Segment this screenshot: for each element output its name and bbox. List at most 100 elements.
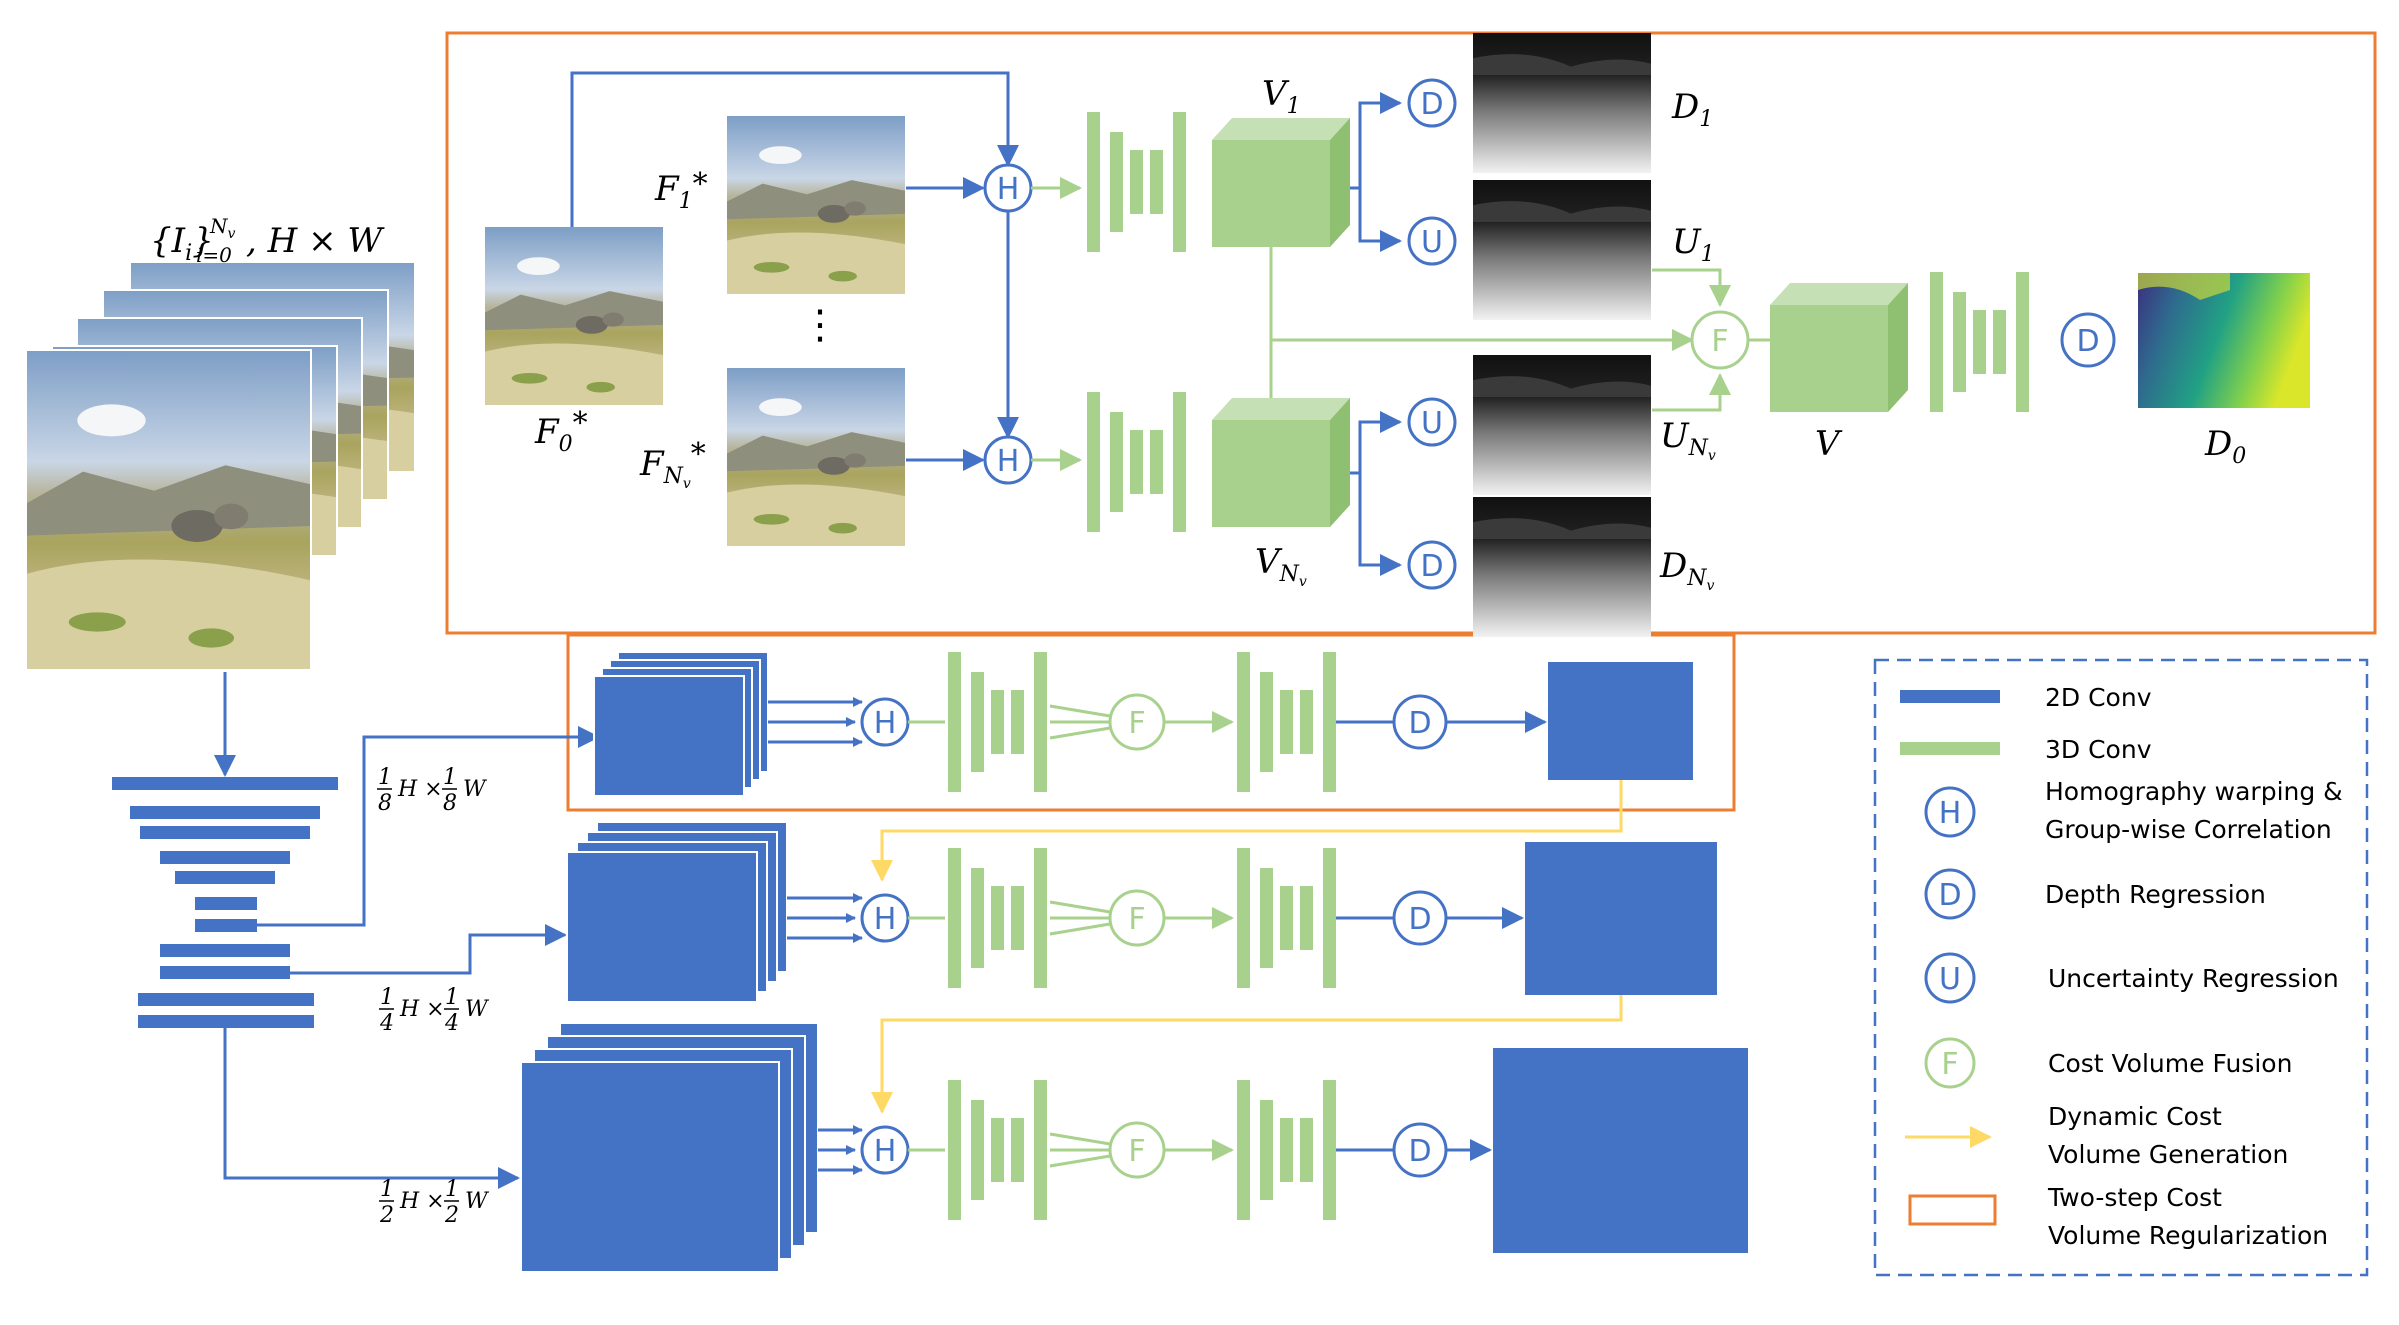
h-node-scale-1-8: H: [860, 697, 910, 747]
svg-text:1: 1: [445, 1177, 459, 1202]
3d-conv-a-scale-1-8: [948, 652, 1047, 792]
svg-text:Volume Generation: Volume Generation: [2048, 1140, 2288, 1169]
svg-text:Dynamic Cost: Dynamic Cost: [2048, 1102, 2222, 1131]
branch-v1: [1358, 92, 1402, 188]
3d-conv-a-scale-1-2: [948, 1080, 1047, 1220]
depth-output-scale-1-8: [1548, 662, 1693, 780]
label-d0: D0: [2204, 424, 2246, 469]
svg-text:D: D: [1408, 706, 1431, 741]
arrow-un-to-fusion: [1652, 373, 1731, 412]
svg-text:Two-step Cost: Two-step Cost: [2047, 1183, 2222, 1212]
svg-text:Depth Regression: Depth Regression: [2045, 880, 2266, 909]
legend-item-2d-conv: 2D Conv: [1900, 683, 2152, 712]
legend-item-depth-regression: D Depth Regression: [1924, 868, 2266, 920]
svg-text:3D Conv: 3D Conv: [2045, 735, 2152, 764]
encoder-2d-conv-pyramid: [112, 777, 338, 1028]
input-label: {Ii} Nv i=0 , H × W: [150, 214, 385, 267]
label-f0: F0*: [534, 406, 588, 457]
arrows-to-h-scale-1-4: [787, 893, 863, 943]
svg-text:1: 1: [443, 765, 457, 790]
svg-text:H: H: [1939, 796, 1962, 831]
arrow-f0-to-h-top: [570, 71, 1019, 227]
svg-text:H: H: [874, 1134, 897, 1169]
svg-text:H: H: [997, 172, 1020, 207]
svg-text:Nv: Nv: [209, 214, 236, 242]
arrows-to-h-scale-1-8: [768, 697, 863, 747]
fused-volume-v: [1770, 283, 1908, 412]
depth-image-d1: [1473, 33, 1651, 173]
3d-conv-block-top: [1087, 112, 1186, 252]
svg-text:8: 8: [443, 791, 457, 816]
svg-text:H ×: H ×: [399, 1189, 445, 1214]
label-dn: DNv: [1659, 546, 1715, 594]
svg-text:Cost Volume Fusion: Cost Volume Fusion: [2048, 1049, 2292, 1078]
svg-text:i=0: i=0: [196, 243, 232, 267]
svg-text:F: F: [1128, 1134, 1145, 1169]
svg-text:H ×: H ×: [397, 777, 443, 802]
label-fn: FNv*: [639, 437, 706, 492]
feature-stack-scale-1-2: [520, 1022, 819, 1273]
svg-text:W: W: [465, 1189, 490, 1214]
svg-text:D: D: [1420, 549, 1443, 584]
svg-text:Homography warping &: Homography warping &: [2045, 777, 2343, 806]
label-v: V: [1815, 424, 1843, 464]
svg-text:W: W: [463, 777, 488, 802]
svg-text:H ×: H ×: [399, 997, 445, 1022]
legend-box: [1873, 658, 2369, 1277]
u-node-un: U: [1407, 397, 1457, 447]
svg-text:1: 1: [380, 985, 394, 1010]
arrow-encoder-to-scale-1-2: [223, 1028, 520, 1189]
label-d1: D1: [1671, 87, 1713, 132]
h-node-bottom: H: [983, 435, 1033, 485]
svg-text:2: 2: [444, 1203, 459, 1228]
svg-text:Volume Regularization: Volume Regularization: [2048, 1221, 2328, 1250]
uncertainty-image-u1: [1473, 180, 1651, 320]
two-step-regularization-box-top: [445, 31, 2377, 635]
svg-text:4: 4: [444, 1011, 459, 1036]
dynamic-cost-arrow-1: [871, 780, 1623, 882]
d-node-d1: D: [1407, 78, 1457, 128]
feature-image-f1: [727, 116, 905, 294]
f-node-scale-1-4: F: [1108, 889, 1166, 947]
legend-item-uncertainty-regression: U Uncertainty Regression: [1924, 952, 2339, 1004]
svg-text:F: F: [1711, 324, 1728, 359]
d-node-scale-1-8: D: [1392, 694, 1448, 750]
svg-text:4: 4: [379, 1011, 394, 1036]
d-node-final: D: [2060, 312, 2116, 368]
svg-text:H: H: [874, 706, 897, 741]
d-node-scale-1-4: D: [1392, 890, 1448, 946]
svg-text:H: H: [997, 444, 1020, 479]
f-node-scale-1-2: F: [1108, 1121, 1166, 1179]
depth-output-scale-1-2: [1493, 1048, 1748, 1253]
svg-text:F: F: [1941, 1047, 1958, 1082]
3d-conv-a-scale-1-4: [948, 848, 1047, 988]
svg-text:W: W: [465, 997, 490, 1022]
svg-text:1: 1: [445, 985, 459, 1010]
svg-text:D: D: [1420, 87, 1443, 122]
svg-text:F: F: [1128, 706, 1145, 741]
legend-item-two-step-regularization: Two-step Cost Volume Regularization: [1908, 1183, 2328, 1250]
legend-item-homography: H Homography warping & Group-wise Correl…: [1924, 777, 2343, 844]
cost-volume-v1: [1212, 118, 1350, 247]
feature-stack-scale-1-8: [593, 651, 769, 797]
3d-conv-b-scale-1-4: [1237, 848, 1336, 988]
label-un: UNv: [1660, 416, 1716, 464]
svg-text:D: D: [1408, 902, 1431, 937]
green-arrows-to-f-scale-1-8: [908, 704, 1111, 740]
3d-conv-b-scale-1-8: [1237, 652, 1336, 792]
depth-map-d0: [2138, 273, 2310, 408]
svg-text:Uncertainty Regression: Uncertainty Regression: [2048, 964, 2339, 993]
3d-conv-block-fused: [1930, 272, 2029, 412]
arrows-to-h-scale-1-2: [818, 1125, 863, 1175]
scale-label-1-4: 14 H × 14 W: [379, 985, 490, 1036]
f-node-scale-1-8: F: [1108, 693, 1166, 751]
legend-item-dynamic-cost-volume: Dynamic Cost Volume Generation: [1905, 1102, 2288, 1169]
feature-image-f0: [485, 227, 663, 405]
svg-text:H: H: [874, 902, 897, 937]
svg-text:D: D: [1938, 878, 1961, 913]
svg-text:8: 8: [378, 791, 392, 816]
svg-text:Group-wise Correlation: Group-wise Correlation: [2045, 815, 2332, 844]
two-step-regularization-box-scale-1-8: [566, 633, 1736, 812]
svg-text:D: D: [1408, 1134, 1431, 1169]
